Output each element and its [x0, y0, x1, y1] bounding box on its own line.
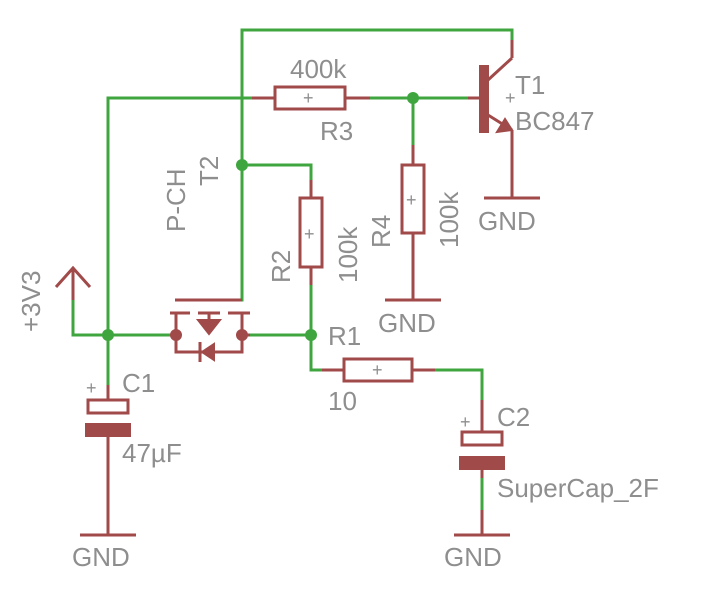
c1-value: 47µF [122, 438, 182, 468]
gnd-c1-label: GND [72, 542, 130, 572]
r1-value: 10 [328, 386, 357, 416]
wire-left-to-r3 [106, 96, 254, 337]
junction-gate [236, 159, 248, 171]
r2-value: 100k [333, 226, 363, 283]
mosfet-t2[interactable]: P-CH T2 [161, 156, 250, 362]
supply-arrow-icon [54, 265, 92, 289]
gnd-t1: GND [478, 196, 540, 236]
transistor-t1[interactable]: + T1 BC847 [468, 40, 595, 198]
c2-polarity: + [460, 412, 471, 432]
gnd-r4: GND [378, 298, 441, 338]
wire-gate-to-r2 [240, 163, 313, 182]
gnd-c2-label: GND [444, 542, 502, 572]
junction-supply [102, 329, 114, 341]
t2-name: T2 [194, 156, 224, 186]
resistor-r1[interactable]: + R1 10 [322, 321, 435, 416]
t2-diode-icon [200, 342, 215, 362]
junction-base [407, 92, 419, 104]
capacitor-c2[interactable]: + C2 SuperCap_2F [459, 400, 659, 503]
c1-name: C1 [122, 368, 155, 398]
t1-name: T1 [515, 70, 545, 100]
t2-body-arrow-icon [195, 319, 223, 336]
svg-text:+: + [505, 88, 516, 108]
gnd-c1: GND [72, 448, 136, 572]
svg-text:+: + [304, 224, 315, 244]
c1-polarity: + [86, 378, 97, 398]
t1-emitter-arrow-icon [495, 117, 514, 134]
r1-name: R1 [328, 321, 361, 351]
svg-text:+: + [372, 360, 383, 380]
gnd-t1-label: GND [478, 206, 536, 236]
wires [71, 28, 514, 512]
wire-r1-to-c2 [433, 368, 484, 402]
svg-text:+: + [406, 190, 417, 210]
svg-text:+: + [303, 88, 314, 108]
resistor-r4[interactable]: + R4 100k [366, 145, 464, 300]
gnd-c2: GND [444, 510, 510, 572]
wire-supply [71, 298, 172, 337]
resistor-r2[interactable]: + R2 100k [266, 180, 363, 285]
t1-value: BC847 [515, 106, 595, 136]
resistor-r3[interactable]: + 400k R3 [252, 54, 370, 146]
r4-value: 100k [434, 191, 464, 248]
r3-value: 400k [290, 54, 347, 84]
t2-value: P-CH [161, 168, 191, 232]
c2-name: C2 [497, 402, 530, 432]
junction-drain [305, 329, 317, 341]
wire-to-r1 [309, 333, 324, 372]
r3-name: R3 [320, 116, 353, 146]
r4-name: R4 [366, 215, 396, 248]
capacitor-c1[interactable]: + C1 47µF [85, 368, 182, 468]
supply-3v3: +3V3 [16, 265, 92, 332]
junctions [102, 92, 419, 341]
c2-value: SuperCap_2F [497, 473, 659, 503]
gnd-r4-label: GND [378, 308, 436, 338]
supply-label: +3V3 [16, 271, 46, 332]
r2-name: R2 [266, 250, 296, 283]
